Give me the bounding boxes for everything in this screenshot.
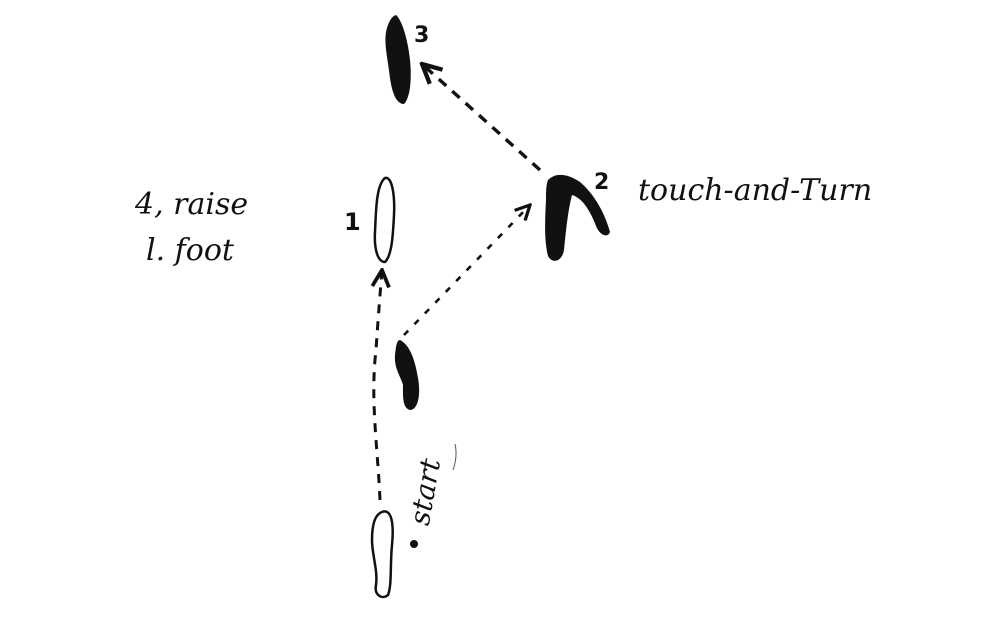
- step-2-number: 2: [594, 170, 610, 195]
- touch-and-turn-label: touch-and-Turn: [638, 173, 873, 208]
- step-3-number: 3: [414, 23, 430, 48]
- footprint-step-2: [545, 174, 610, 261]
- path-start-to-step-1: [374, 270, 382, 501]
- footprint-right-foot-start: [394, 340, 420, 410]
- start-marker-dot: [410, 540, 418, 548]
- footprint-step-1: [373, 176, 396, 264]
- path-step-2-to-step-3: [422, 64, 542, 172]
- step-1-number: 1: [344, 208, 361, 236]
- footprint-step-3: [385, 15, 411, 104]
- raise-foot-label-line-1: 4, raise: [135, 187, 249, 222]
- start-tick-mark: [452, 443, 457, 471]
- raise-foot-label-line-2: l. foot: [146, 233, 234, 268]
- start-footprint: [370, 510, 394, 599]
- path-foot-to-step-2: [403, 205, 530, 336]
